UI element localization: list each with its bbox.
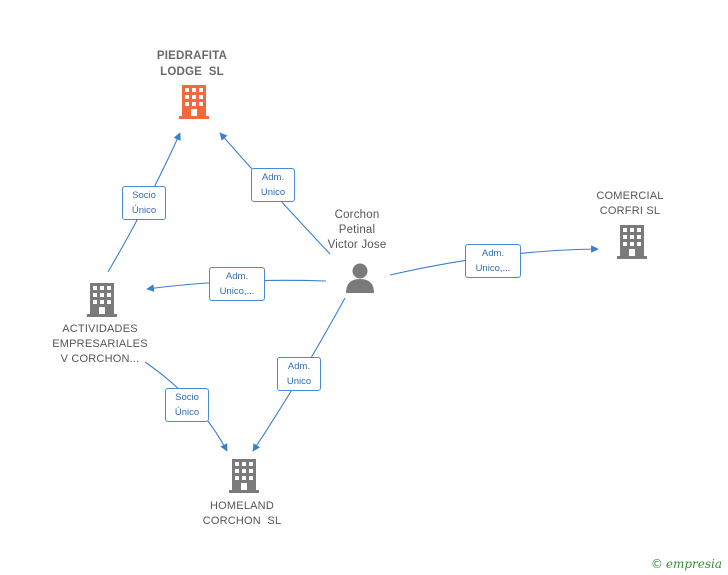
edge-label-person-homeland[interactable]: Adm. Unico — [277, 357, 321, 391]
copyright-icon: © — [650, 557, 663, 571]
label-line-1: Unico,... — [219, 286, 255, 297]
person-icon[interactable] — [344, 263, 376, 293]
label-line-1: EMPRESARIALES — [52, 338, 148, 350]
label-line-2: V CORCHON... — [60, 353, 140, 365]
label-line-0: Adm. — [287, 361, 311, 372]
node-label-homeland[interactable]: HOMELAND CORCHON SL — [182, 499, 302, 529]
label-line-1: LODGE SL — [160, 66, 224, 78]
edge-label-person-comercial[interactable]: Adm. Unico,... — [465, 244, 521, 278]
label-line-0: ACTIVIDADES — [62, 323, 138, 335]
node-label-piedrafita[interactable]: PIEDRAFITA LODGE SL — [132, 48, 252, 80]
building-icon-homeland[interactable] — [229, 459, 259, 493]
label-line-0: Socio — [175, 392, 199, 403]
label-line-0: COMERCIAL — [596, 190, 664, 202]
building-icon-comercial[interactable] — [617, 225, 647, 259]
building-icon-actividades[interactable] — [87, 283, 117, 317]
label-line-0: PIEDRAFITA — [156, 50, 228, 62]
label-line-0: Adm. — [225, 271, 249, 282]
edge-label-person-actividades[interactable]: Adm. Unico,... — [209, 267, 265, 301]
label-line-1: CORFRI SL — [599, 205, 661, 217]
label-line-1: Unico — [286, 376, 312, 387]
brand-name: empresia — [665, 557, 722, 571]
label-line-1: Petinal — [338, 224, 376, 236]
building-icon-piedrafita[interactable] — [179, 85, 209, 119]
label-line-0: Adm. — [481, 248, 505, 259]
brand-watermark: ©empresia — [651, 557, 722, 571]
node-label-comercial[interactable]: COMERCIAL CORFRI SL — [572, 189, 688, 219]
label-line-0: Adm. — [261, 172, 285, 183]
label-line-1: Único — [131, 205, 157, 216]
label-line-1: Único — [174, 407, 200, 418]
node-label-actividades[interactable]: ACTIVIDADES EMPRESARIALES V CORCHON... — [36, 322, 164, 367]
label-line-0: Socio — [132, 190, 156, 201]
label-line-1: Unico,... — [475, 263, 511, 274]
label-line-1: CORCHON SL — [202, 515, 282, 527]
label-line-2: Victor Jose — [327, 239, 387, 251]
label-line-0: HOMELAND — [210, 500, 274, 512]
edge-label-person-piedrafita[interactable]: Adm. Unico — [251, 168, 295, 202]
label-line-0: Corchon — [334, 209, 380, 221]
label-line-1: Unico — [260, 187, 286, 198]
